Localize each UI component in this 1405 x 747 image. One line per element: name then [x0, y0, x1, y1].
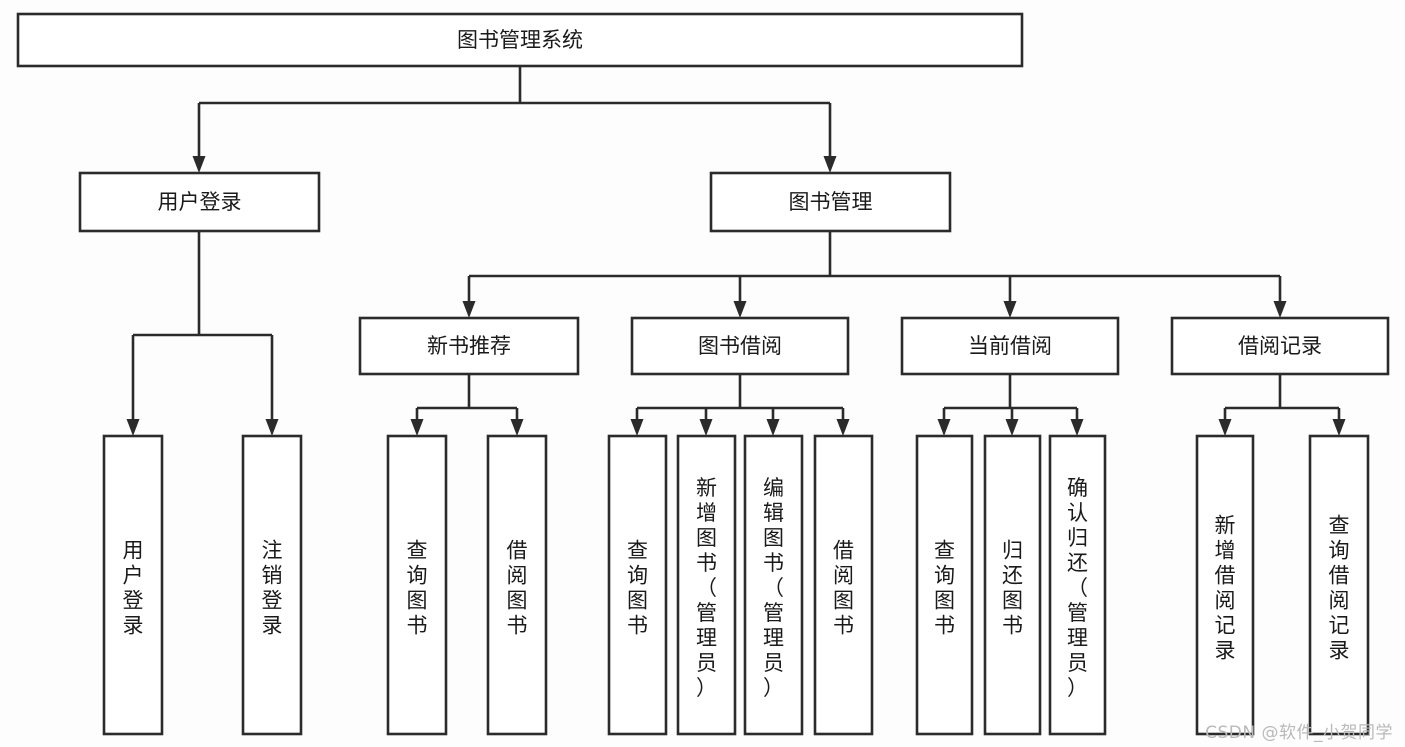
- arrow-head-icon: [265, 419, 279, 436]
- arrow-head-icon: [1070, 419, 1084, 436]
- arrow-head-icon: [126, 419, 140, 436]
- arrow-head-icon: [630, 419, 644, 436]
- node-label-leaf-logout-login: 注销登录: [262, 539, 283, 638]
- connector-root-to-level2: [192, 66, 837, 173]
- connector-layer: [126, 66, 1346, 436]
- node-label-borrow-record: 借阅记录: [1238, 334, 1322, 358]
- node-leaf-confirm-return-admin[interactable]: 确认归还（管理员）: [1048, 434, 1107, 736]
- node-leaf-edit-book-admin[interactable]: 编辑图书（管理员）: [743, 434, 804, 736]
- node-leaf-query-book-recommend[interactable]: 查询图书: [386, 434, 448, 736]
- node-label-leaf-query-book-borrow: 查询图书: [627, 539, 648, 638]
- node-leaf-borrow-book-recommend[interactable]: 借阅图书: [486, 434, 548, 736]
- connector-user-login-to-leaves: [126, 231, 279, 436]
- connector-book-manage-to-level3: [462, 231, 1287, 318]
- node-leaf-user-login[interactable]: 用户登录: [102, 434, 164, 736]
- arrow-head-icon: [1218, 419, 1232, 436]
- node-leaf-query-book-borrow[interactable]: 查询图书: [607, 434, 668, 736]
- node-box-leaf-user-login: [102, 434, 164, 736]
- node-box-leaf-borrow-book-recommend: [486, 434, 548, 736]
- arrow-head-icon: [766, 419, 780, 436]
- node-leaf-add-borrow-record[interactable]: 新增借阅记录: [1195, 434, 1255, 736]
- node-label-leaf-return-book: 归还图书: [1002, 539, 1023, 638]
- node-label-new-book-recommend: 新书推荐: [427, 334, 511, 358]
- node-leaf-query-book-current[interactable]: 查询图书: [915, 434, 974, 736]
- node-book-manage[interactable]: 图书管理: [709, 171, 952, 233]
- node-box-leaf-add-book-admin: [676, 434, 737, 736]
- node-box-leaf-logout-login: [241, 434, 303, 736]
- arrow-head-icon: [1005, 419, 1019, 436]
- node-label-user-login: 用户登录: [158, 190, 242, 214]
- node-current-borrow[interactable]: 当前借阅: [900, 316, 1120, 376]
- node-root[interactable]: 图书管理系统: [16, 12, 1024, 68]
- arrow-head-icon: [699, 419, 713, 436]
- node-leaf-query-borrow-record[interactable]: 查询借阅记录: [1308, 434, 1370, 736]
- node-box-user-login: [78, 171, 321, 233]
- node-label-leaf-add-book-admin: 新增图书（管理员）: [696, 476, 717, 700]
- node-box-leaf-edit-book-admin: [743, 434, 804, 736]
- arrow-head-icon: [733, 301, 747, 318]
- node-box-leaf-query-borrow-record: [1308, 434, 1370, 736]
- node-label-leaf-edit-book-admin: 编辑图书（管理员）: [763, 476, 784, 700]
- node-box-leaf-query-book-recommend: [386, 434, 448, 736]
- node-label-leaf-borrow-book-recommend: 借阅图书: [507, 539, 528, 638]
- node-book-borrow[interactable]: 图书借阅: [630, 316, 850, 376]
- node-label-book-borrow: 图书借阅: [698, 334, 782, 358]
- arrow-head-icon: [937, 419, 951, 436]
- connector-current-borrow-to-leaves: [937, 374, 1084, 436]
- node-box-leaf-confirm-return-admin: [1048, 434, 1107, 736]
- node-box-leaf-return-book: [983, 434, 1042, 736]
- connector-new-book-recommend-to-leaves: [410, 374, 524, 436]
- node-leaf-add-book-admin[interactable]: 新增图书（管理员）: [676, 434, 737, 736]
- node-box-book-manage: [709, 171, 952, 233]
- node-leaf-return-book[interactable]: 归还图书: [983, 434, 1042, 736]
- arrow-head-icon: [1332, 419, 1346, 436]
- node-new-book-recommend[interactable]: 新书推荐: [358, 316, 580, 376]
- watermark-label: CSDN @软件_小贺同学: [1205, 723, 1393, 743]
- arrow-head-icon: [836, 419, 850, 436]
- node-label-root: 图书管理系统: [457, 28, 583, 52]
- node-label-leaf-add-borrow-record: 新增借阅记录: [1215, 514, 1236, 663]
- arrow-head-icon: [192, 156, 206, 173]
- connector-borrow-record-to-leaves: [1218, 374, 1346, 436]
- node-label-current-borrow: 当前借阅: [968, 334, 1052, 358]
- arrow-head-icon: [1273, 301, 1287, 318]
- node-box-borrow-record: [1170, 316, 1390, 376]
- arrow-head-icon: [510, 419, 524, 436]
- node-box-current-borrow: [900, 316, 1120, 376]
- arrow-head-icon: [823, 156, 837, 173]
- node-label-leaf-query-book-current: 查询图书: [934, 539, 955, 638]
- node-box-book-borrow: [630, 316, 850, 376]
- node-box-leaf-borrow-book: [813, 434, 874, 736]
- node-label-leaf-user-login: 用户登录: [123, 539, 144, 638]
- node-layer: 图书管理系统用户登录图书管理新书推荐图书借阅当前借阅借阅记录用户登录注销登录查询…: [16, 12, 1390, 736]
- connector-book-borrow-to-leaves: [630, 374, 850, 436]
- node-label-leaf-query-book-recommend: 查询图书: [407, 539, 428, 638]
- node-leaf-logout-login[interactable]: 注销登录: [241, 434, 303, 736]
- node-label-book-manage: 图书管理: [789, 190, 873, 214]
- node-box-leaf-query-book-current: [915, 434, 974, 736]
- node-box-new-book-recommend: [358, 316, 580, 376]
- arrow-head-icon: [462, 301, 476, 318]
- node-borrow-record[interactable]: 借阅记录: [1170, 316, 1390, 376]
- node-label-leaf-query-borrow-record: 查询借阅记录: [1329, 514, 1350, 663]
- node-box-leaf-add-borrow-record: [1195, 434, 1255, 736]
- node-box-leaf-query-book-borrow: [607, 434, 668, 736]
- arrow-head-icon: [410, 419, 424, 436]
- node-label-leaf-borrow-book: 借阅图书: [833, 539, 854, 638]
- arrow-head-icon: [1003, 301, 1017, 318]
- node-box-root: [16, 12, 1024, 68]
- node-label-leaf-confirm-return-admin: 确认归还（管理员）: [1067, 476, 1088, 700]
- node-user-login[interactable]: 用户登录: [78, 171, 321, 233]
- node-leaf-borrow-book[interactable]: 借阅图书: [813, 434, 874, 736]
